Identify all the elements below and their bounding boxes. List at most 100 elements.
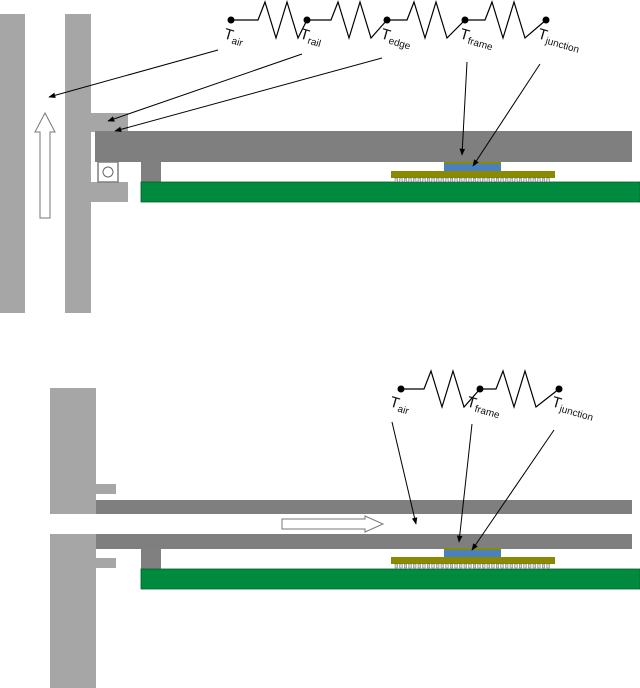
solder-ball (394, 177, 398, 183)
resistor-network (227, 0, 550, 41)
node-air (227, 16, 235, 24)
solder-ball (514, 177, 518, 183)
arrow-junction (471, 429, 555, 551)
outer-wall (0, 14, 25, 313)
label-t-frame: Tframe (457, 26, 496, 54)
wall-tab-upper (96, 484, 116, 494)
node-junction (542, 16, 550, 24)
svg-text:Trail: Trail (297, 26, 324, 50)
solder-ball (537, 177, 541, 183)
solder-ball (459, 177, 463, 183)
solder-ball (459, 563, 463, 569)
die (444, 164, 501, 171)
solder-ball (546, 563, 550, 569)
solder-ball (482, 177, 486, 183)
pcb (140, 568, 640, 590)
solder-ball (528, 563, 532, 569)
arrow-edge (114, 57, 383, 133)
chassis-wall-upper (50, 388, 96, 514)
solder-ball (523, 177, 527, 183)
solder-ball (413, 563, 417, 569)
solder-ball (486, 177, 490, 183)
solder-ball (477, 563, 481, 569)
node-air (397, 385, 405, 393)
solder-ball (413, 177, 417, 183)
solder-ball (399, 563, 403, 569)
solder-ball (537, 563, 541, 569)
solder-ball (542, 563, 546, 569)
chassis-wall-lower (50, 534, 96, 688)
package-substrate (391, 171, 555, 178)
label-t-rail: Trail (297, 26, 324, 50)
solder-ball (509, 177, 513, 183)
arrow-air (48, 49, 219, 99)
node-junction (555, 385, 563, 393)
channel-bottom-plate (96, 534, 632, 549)
solder-ball (450, 563, 454, 569)
solder-ball (436, 177, 440, 183)
solder-ball (463, 563, 467, 569)
resistor-network (397, 368, 563, 410)
heat-frame (95, 131, 632, 162)
solder-ball (519, 563, 523, 569)
standoff (141, 162, 161, 182)
solder-ball (463, 177, 467, 183)
standoff (141, 549, 161, 569)
solder-ball (500, 177, 504, 183)
solder-ball (473, 563, 477, 569)
solder-ball (450, 177, 454, 183)
solder-ball (440, 563, 444, 569)
solder-ball (509, 563, 513, 569)
rail-clip-hole (102, 166, 114, 178)
solder-ball (514, 563, 518, 569)
svg-text:Tjunction: Tjunction (549, 394, 596, 424)
channel-top-plate (96, 500, 632, 514)
solder-ball (404, 177, 408, 183)
arrow-junction (472, 63, 541, 167)
solder-ball (491, 563, 495, 569)
solder-ball (422, 177, 426, 183)
svg-text:Tair: Tair (387, 394, 412, 418)
solder-ball (468, 563, 472, 569)
wall-tab-lower (96, 558, 116, 568)
solder-ball (473, 177, 477, 183)
solder-ball (491, 177, 495, 183)
solder-ball (417, 177, 421, 183)
solder-ball (431, 563, 435, 569)
solder-ball (427, 177, 431, 183)
solder-ball (404, 563, 408, 569)
solder-ball (427, 563, 431, 569)
svg-text:Tedge: Tedge (378, 26, 414, 53)
solder-ball (496, 563, 500, 569)
solder-balls (394, 177, 550, 183)
node-frame (476, 385, 484, 393)
label-t-edge: Tedge (378, 26, 414, 53)
solder-ball (422, 563, 426, 569)
solder-ball (505, 563, 509, 569)
label-t-air: Tair (387, 394, 412, 418)
solder-ball (454, 563, 458, 569)
solder-ball (440, 177, 444, 183)
solder-balls (394, 563, 550, 569)
bottom-diagram: Tair Tframe Tjunction (50, 368, 640, 688)
rail-bracket-bottom (91, 182, 128, 202)
arrow-frame (456, 423, 473, 543)
label-t-frame: Tframe (465, 394, 501, 422)
solder-ball (445, 563, 449, 569)
svg-text:Tair: Tair (221, 26, 246, 50)
node-edge (383, 16, 391, 24)
top-diagram: Tair Trail Tedge Tframe Tjunction (0, 0, 640, 313)
solder-ball (477, 177, 481, 183)
die-lid (444, 162, 501, 164)
solder-ball (532, 563, 536, 569)
solder-ball (445, 177, 449, 183)
svg-text:Tframe: Tframe (457, 26, 496, 54)
solder-ball (496, 177, 500, 183)
solder-ball (408, 177, 412, 183)
arrow-frame (459, 61, 468, 156)
solder-ball (486, 563, 490, 569)
node-rail (303, 16, 311, 24)
solder-ball (436, 563, 440, 569)
svg-text:Tjunction: Tjunction (535, 26, 582, 56)
